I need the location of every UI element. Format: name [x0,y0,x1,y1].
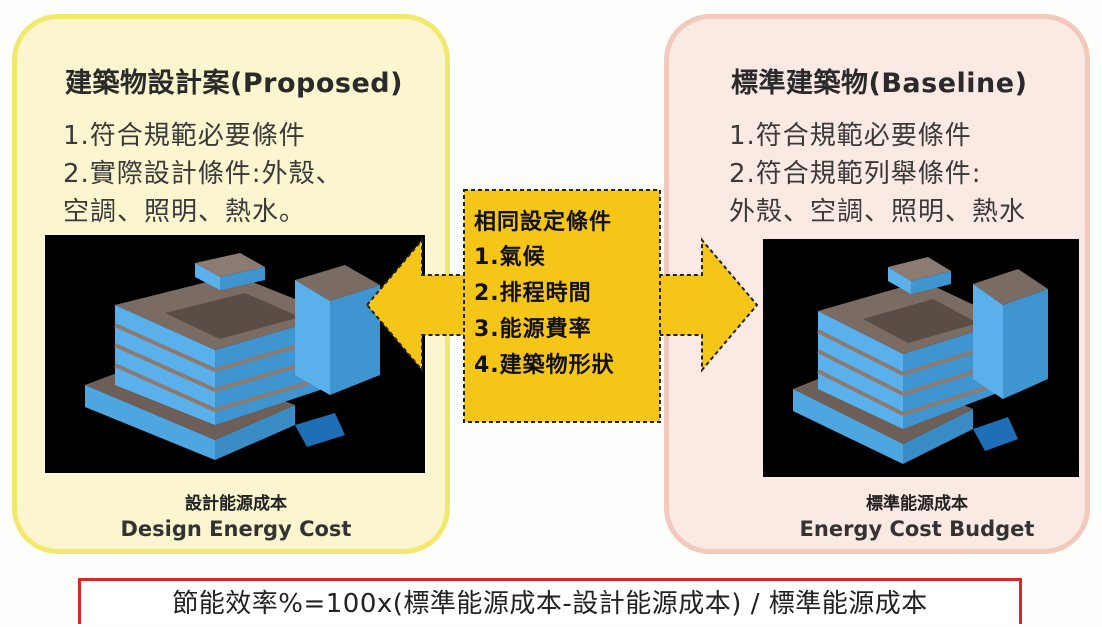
efficiency-formula: 節能效率%=100x(標準能源成本-設計能源成本) / 標準能源成本 [78,578,1022,624]
building-model-graphic [763,239,1079,477]
proposed-line-1: 1.符合規範必要條件 [63,121,306,151]
baseline-caption-en: Energy Cost Budget [799,517,1035,541]
shared-item-1: 1.氣候 [474,245,546,270]
proposed-conditions: 1.符合規範必要條件 2.實際設計條件:外殼、 空調、照明、熱水。 [63,117,423,231]
proposed-building-image [45,235,425,473]
proposed-caption-zh: 設計能源成本 [185,494,287,514]
shared-item-3: 3.能源費率 [474,317,592,342]
baseline-line-2: 2.符合規範列舉條件: [729,159,982,189]
baseline-title: 標準建築物(Baseline) [731,68,1028,99]
shared-conditions-box: 相同設定條件 1.氣候 2.排程時間 3.能源費率 4.建築物形狀 [464,190,660,422]
building-model-graphic [45,235,425,473]
baseline-caption-zh: 標準能源成本 [866,494,968,514]
proposed-line-2: 2.實際設計條件:外殼、 [63,159,343,189]
double-arrow-icon [365,189,759,423]
proposed-caption-en: Design Energy Cost [120,517,352,541]
baseline-line-1: 1.符合規範必要條件 [729,121,972,151]
proposed-panel: 建築物設計案(Proposed) 1.符合規範必要條件 2.實際設計條件:外殼、… [12,14,450,554]
baseline-line-3: 外殼、空調、照明、熱水 [729,197,1027,227]
shared-item-2: 2.排程時間 [474,281,592,306]
baseline-building-image [763,239,1079,477]
baseline-conditions: 1.符合規範必要條件 2.符合規範列舉條件: 外殼、空調、照明、熱水 [729,117,1089,231]
shared-title: 相同設定條件 [474,210,613,235]
shared-item-4: 4.建築物形狀 [474,353,615,378]
proposed-line-3: 空調、照明、熱水。 [63,197,307,227]
proposed-title: 建築物設計案(Proposed) [65,68,403,99]
